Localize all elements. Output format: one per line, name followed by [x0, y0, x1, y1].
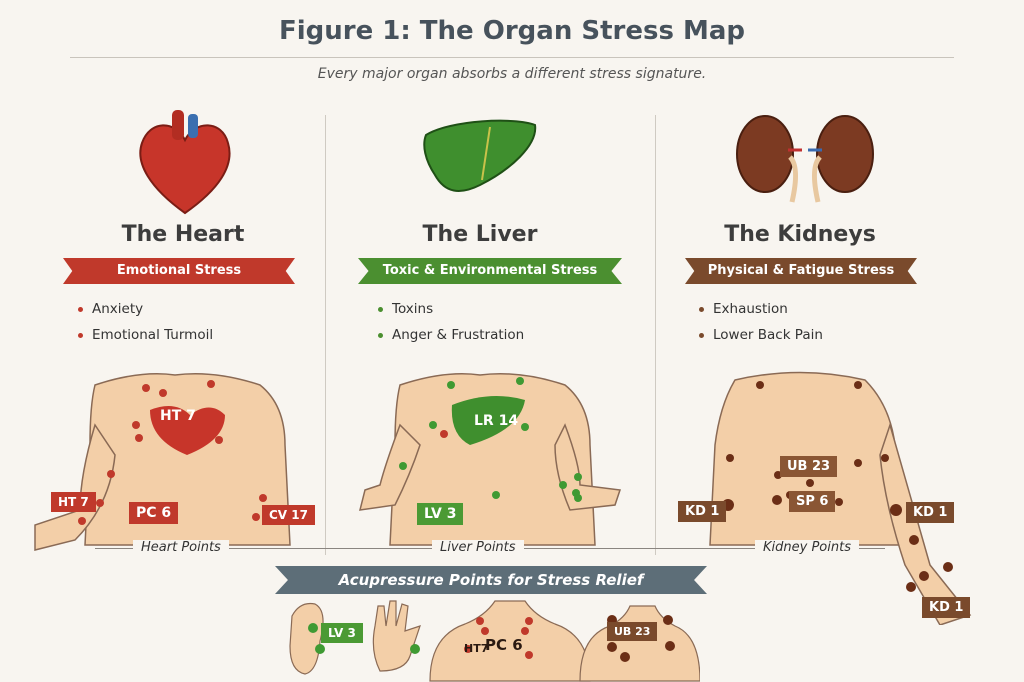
- tag-kd1-left: KD 1: [678, 501, 727, 522]
- tag-kd1-right: KD 1: [906, 502, 955, 523]
- kidneys-stress-ribbon: Physical & Fatigue Stress: [685, 258, 917, 284]
- liver-points: [399, 377, 582, 502]
- title-rule: [70, 57, 954, 58]
- tag-sp6: SP 6: [789, 491, 836, 512]
- back-icon: [579, 605, 700, 682]
- kidney-points-label: Kidney Points: [755, 540, 859, 555]
- column-divider: [655, 115, 656, 555]
- column-divider: [325, 115, 326, 555]
- kidney-points: [722, 381, 953, 592]
- heart-bullets: Anxiety Emotional Turmoil: [78, 301, 213, 353]
- kidneys-organ-icon: [736, 115, 874, 203]
- figure-title: Figure 1: The Organ Stress Map: [278, 16, 746, 46]
- subtitle: Every major organ absorbs a different st…: [317, 66, 707, 82]
- liver-title: The Liver: [422, 222, 538, 247]
- foot-icon: [289, 602, 324, 675]
- tag-ht7: HT 7: [51, 492, 96, 512]
- bullet-item: Lower Back Pain: [699, 327, 823, 343]
- liver-stress-ribbon: Toxic & Environmental Stress: [358, 258, 622, 284]
- heart-points: [78, 380, 267, 525]
- acupressure-banner: Acupressure Points for Stress Relief: [275, 566, 707, 594]
- bottom-tag-pc6: PC 6: [485, 636, 523, 654]
- tag-cv17: CV 17: [262, 505, 315, 525]
- heart-stress-ribbon: Emotional Stress: [63, 258, 295, 284]
- heart-title: The Heart: [121, 222, 245, 247]
- bottom-figures: [289, 600, 700, 682]
- bullet-item: Emotional Turmoil: [78, 327, 213, 343]
- hand-icon: [372, 600, 421, 672]
- chest-icon: [429, 600, 591, 682]
- bottom-tag-ub23: UB 23: [607, 622, 658, 641]
- liver-torso: [389, 373, 596, 546]
- heart-organ-icon: [139, 110, 231, 215]
- bullet-item: Exhaustion: [699, 301, 823, 317]
- bullet-item: Toxins: [378, 301, 524, 317]
- bottom-tag-ht7: HT7: [464, 642, 489, 655]
- bullet-item: Anxiety: [78, 301, 213, 317]
- liver-bullets: Toxins Anger & Frustration: [378, 301, 524, 353]
- bullet-item: Anger & Frustration: [378, 327, 524, 343]
- tag-lr14: LR 14: [474, 413, 519, 429]
- tag-pc6: PC 6: [129, 502, 179, 524]
- liver-organ-icon: [423, 119, 537, 192]
- bottom-tag-lv3: LV 3: [321, 623, 363, 643]
- tag-ub23: UB 23: [780, 456, 838, 477]
- heart-points-label: Heart Points: [133, 540, 229, 555]
- kidneys-bullets: Exhaustion Lower Back Pain: [699, 301, 823, 353]
- liver-points-label: Liver Points: [432, 540, 524, 555]
- tag-ht7-heart: HT 7: [160, 408, 196, 424]
- tag-kd1-foot: KD 1: [922, 597, 971, 618]
- kidneys-title: The Kidneys: [724, 222, 876, 247]
- tag-lv3: LV 3: [417, 503, 464, 525]
